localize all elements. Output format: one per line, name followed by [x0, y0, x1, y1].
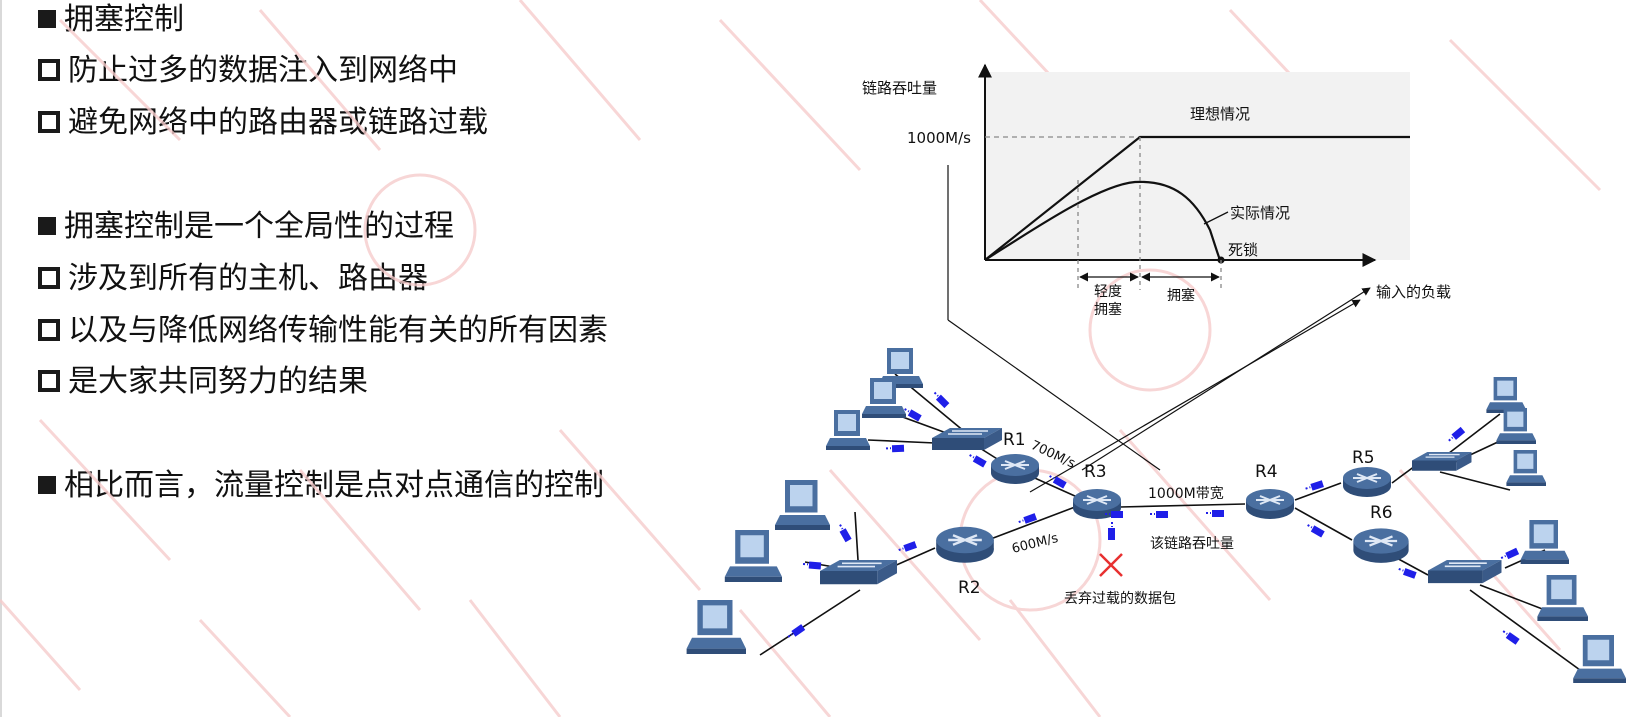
bullet-text: 拥塞控制	[64, 2, 184, 37]
pc-icon	[724, 530, 782, 582]
bullet-2: 防止过多的数据注入到网络中	[38, 51, 458, 91]
router-icon-r6	[1352, 527, 1410, 564]
solid-square-marker	[38, 9, 56, 28]
throughput-graph: 链路吞吐量 1000M/s 理想情况 实际情况 死锁 轻度 拥塞 拥塞 输入的负…	[862, 63, 1451, 318]
hollow-square-marker	[38, 266, 60, 289]
pc-icon	[1537, 575, 1588, 621]
plot-background	[985, 72, 1410, 260]
pointer-lines	[947, 165, 1371, 493]
bullet-4: 拥塞控制是一个全局性的过程	[38, 207, 454, 247]
switch-icon	[1427, 559, 1503, 584]
link-label-r3-r4: 1000M带宽	[1148, 485, 1224, 502]
router-label-r2: R2	[958, 578, 981, 598]
hollow-square-marker	[38, 369, 60, 392]
ideal-label: 理想情况	[1190, 105, 1250, 123]
drop-x-icon	[1099, 553, 1123, 577]
router-label-r3: R3	[1084, 462, 1107, 482]
router-icon-r1	[990, 453, 1040, 485]
throughput-label: 该链路吞吐量	[1150, 536, 1234, 552]
pc-icon	[1496, 408, 1536, 444]
bullet-5: 涉及到所有的主机、路由器	[38, 259, 428, 299]
router-label-r4: R4	[1255, 462, 1278, 482]
congestion-label: 拥塞	[1167, 287, 1195, 304]
solid-square-marker	[38, 216, 56, 235]
pc-icon	[686, 600, 746, 654]
router-icon-r2	[935, 525, 995, 564]
bullet-6: 以及与降低网络传输性能有关的所有因素	[38, 311, 608, 351]
bullet-text: 避免网络中的路由器或链路过载	[68, 105, 488, 140]
hollow-square-marker	[38, 110, 60, 133]
pc-icon	[1486, 377, 1526, 413]
mild-label-line1: 轻度	[1094, 284, 1122, 300]
bullet-text: 防止过多的数据注入到网络中	[68, 53, 458, 88]
bullet-3: 避免网络中的路由器或链路过载	[38, 103, 488, 143]
bullet-text: 以及与降低网络传输性能有关的所有因素	[68, 313, 608, 348]
switch-icon	[819, 559, 898, 586]
router-label-r1: R1	[1003, 430, 1026, 450]
switch-icon	[1411, 451, 1473, 472]
pc-icon	[775, 480, 830, 530]
x-axis-label: 输入的负载	[1376, 283, 1451, 301]
hollow-square-marker	[38, 318, 60, 341]
y-tick-1000: 1000M/s	[907, 129, 971, 147]
y-axis-label: 链路吞吐量	[862, 79, 937, 97]
actual-label: 实际情况	[1230, 204, 1290, 222]
network-diagram: R1 R2 R3 R4 R5 R6 700M/s 600M/s 1000M带宽 …	[686, 348, 1626, 683]
actual-curve	[984, 180, 1222, 261]
actual-pointer	[1203, 211, 1229, 225]
router-icon-r5	[1342, 466, 1392, 498]
bullet-text: 涉及到所有的主机、路由器	[68, 261, 428, 296]
left-edge-rule	[0, 0, 2, 717]
bullet-text: 是大家共同努力的结果	[68, 364, 368, 399]
pc-icon	[1506, 450, 1546, 486]
router-label-r6: R6	[1370, 503, 1393, 523]
bullet-text: 相比而言，流量控制是点对点通信的控制	[64, 468, 604, 503]
bullet-1: 拥塞控制	[38, 0, 184, 40]
drop-label: 丢弃过载的数据包	[1064, 591, 1176, 607]
router-label-r5: R5	[1352, 448, 1375, 468]
pc-icon	[1573, 635, 1626, 683]
pc-icon	[1520, 520, 1569, 564]
bullet-8: 相比而言，流量控制是点对点通信的控制	[38, 466, 604, 506]
link-label-r2-r3: 600M/s	[1010, 531, 1060, 557]
network-links	[759, 373, 1581, 671]
hollow-square-marker	[38, 58, 60, 81]
mild-label-line2: 拥塞	[1094, 301, 1122, 318]
bullet-7: 是大家共同努力的结果	[38, 362, 368, 402]
router-icon-r4	[1245, 488, 1295, 520]
solid-square-marker	[38, 475, 56, 494]
deadlock-label: 死锁	[1228, 241, 1258, 259]
bullet-text: 拥塞控制是一个全局性的过程	[64, 209, 454, 244]
